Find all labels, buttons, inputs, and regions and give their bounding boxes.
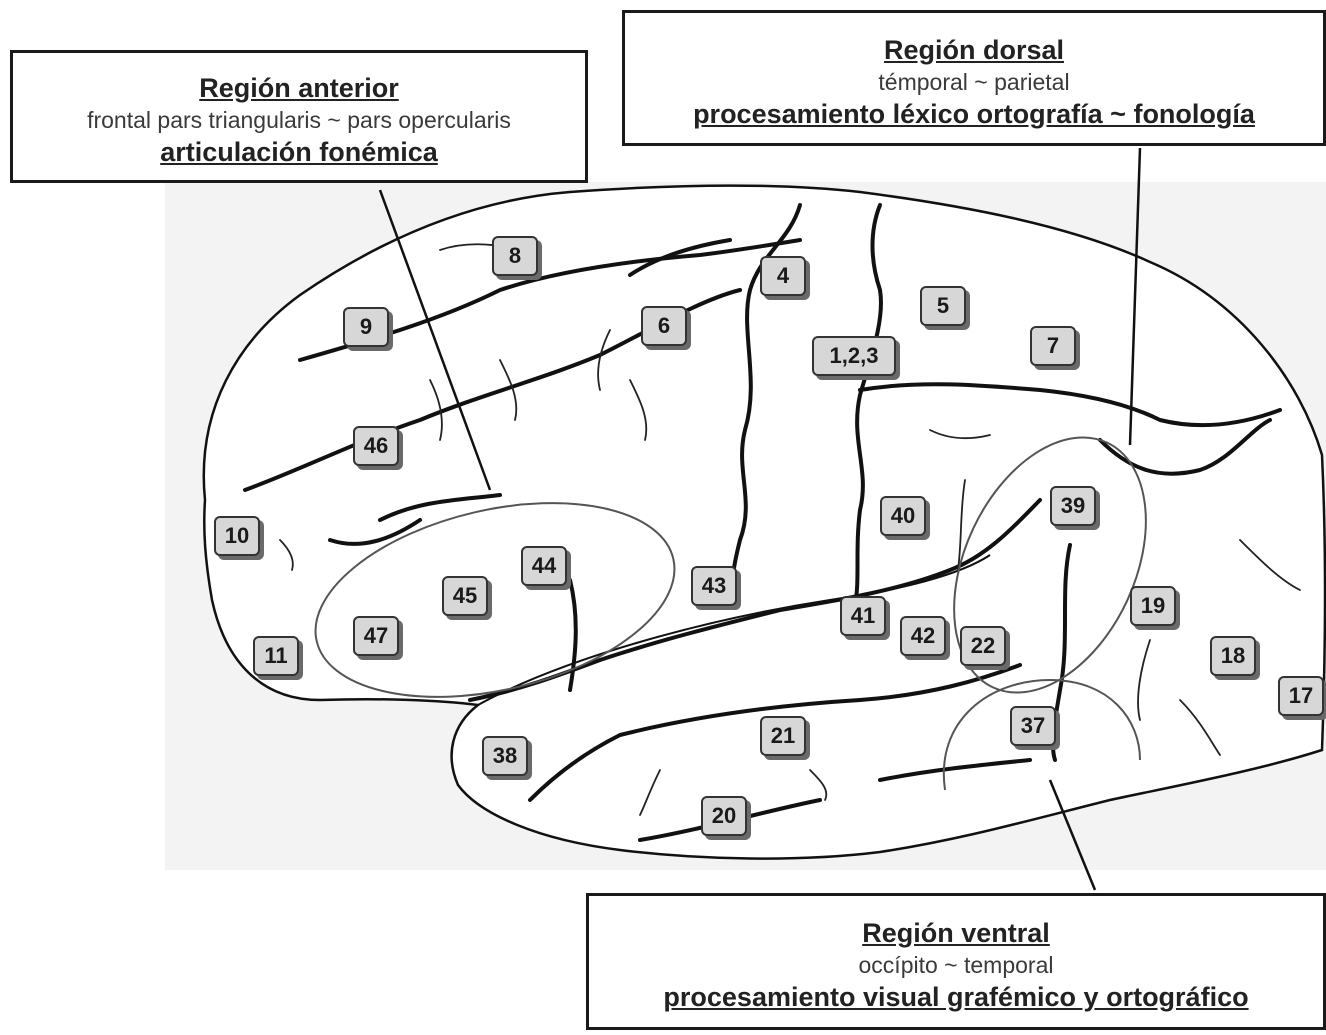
- brodmann-area-7: 7: [1030, 326, 1076, 366]
- brodmann-area-41: 41: [840, 596, 886, 636]
- callout-ventral-subtitle: occípito ~ temporal: [858, 952, 1054, 978]
- brodmann-area-21: 21: [760, 716, 806, 756]
- sulci: [243, 203, 1282, 842]
- brodmann-area-10: 10: [214, 516, 260, 556]
- callout-ventral-description: procesamiento visual grafémico y ortográ…: [663, 982, 1249, 1012]
- callout-anterior-description: articulación fonémica: [160, 137, 438, 167]
- brodmann-area-1-2-3: 1,2,3: [812, 336, 896, 376]
- brodmann-area-45: 45: [442, 576, 488, 616]
- dorsal-pointer: [1128, 147, 1142, 446]
- brodmann-area-19: 19: [1130, 586, 1176, 626]
- callout-ventral-title: Región ventral: [862, 918, 1050, 948]
- callout-pointers: [378, 147, 1142, 891]
- callout-dorsal-description: procesamiento léxico ortografía ~ fonolo…: [693, 99, 1255, 129]
- brodmann-area-17: 17: [1278, 676, 1324, 716]
- brodmann-area-40: 40: [880, 496, 926, 536]
- ventral-pointer: [1048, 779, 1097, 891]
- callout-dorsal-subtitle: témporal ~ parietal: [878, 69, 1070, 95]
- brodmann-area-6: 6: [641, 306, 687, 346]
- anterior-region-ring: [314, 502, 676, 698]
- minor-sulci: [279, 243, 1301, 816]
- brodmann-area-39: 39: [1050, 486, 1096, 526]
- brodmann-area-38: 38: [482, 736, 528, 776]
- callout-dorsal-region: Región dorsal témporal ~ parietal proces…: [622, 10, 1326, 146]
- brodmann-area-8: 8: [492, 236, 538, 276]
- brodmann-area-46: 46: [353, 426, 399, 466]
- brodmann-area-20: 20: [701, 796, 747, 836]
- ventral-region-ring: [942, 678, 1141, 791]
- callout-anterior-subtitle: frontal pars triangularis ~ pars opercul…: [87, 107, 511, 133]
- brodmann-area-44: 44: [521, 546, 567, 586]
- region-rings: [314, 436, 1147, 791]
- brodmann-area-18: 18: [1210, 636, 1256, 676]
- brodmann-area-47: 47: [353, 616, 399, 656]
- brodmann-area-22: 22: [960, 626, 1006, 666]
- callout-ventral-region: Región ventral occípito ~ temporal proce…: [586, 893, 1326, 1030]
- brodmann-area-11: 11: [253, 636, 299, 676]
- brodmann-area-43: 43: [691, 566, 737, 606]
- brodmann-area-42: 42: [900, 616, 946, 656]
- dorsal-region-ring: [953, 436, 1147, 694]
- brodmann-area-4: 4: [760, 256, 806, 296]
- brodmann-area-5: 5: [920, 286, 966, 326]
- callout-dorsal-title: Región dorsal: [883, 35, 1065, 65]
- callout-anterior-region: Región anterior frontal pars triangulari…: [10, 50, 588, 183]
- anterior-pointer: [378, 189, 492, 491]
- brodmann-area-9: 9: [343, 307, 389, 347]
- callout-anterior-title: Región anterior: [199, 73, 399, 103]
- brodmann-area-37: 37: [1010, 706, 1056, 746]
